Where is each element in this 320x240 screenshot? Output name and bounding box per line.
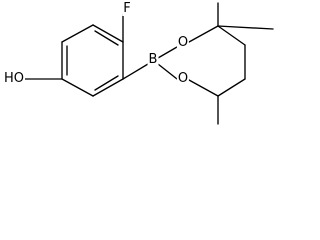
ring-double-bond-top bbox=[94, 30, 119, 46]
atom-label-hydroxyl: HO bbox=[2, 71, 26, 86]
atom-label-fluorine: F bbox=[122, 1, 132, 16]
ring-c-c-lower bbox=[217, 78, 246, 97]
b-o-upper-bond bbox=[157, 46, 178, 59]
bond-drawing bbox=[21, 2, 274, 125]
ring-bond-3 bbox=[92, 78, 124, 97]
structure-diagram: F HO B O O bbox=[2, 1, 274, 125]
ring-bond-6 bbox=[61, 24, 94, 43]
ring-bond-1 bbox=[92, 24, 124, 43]
o-c-upper-bond bbox=[188, 25, 219, 43]
ring-c-c-upper bbox=[217, 25, 246, 46]
c-b-bond bbox=[122, 63, 149, 80]
atom-label-oxygen-upper: O bbox=[176, 35, 190, 50]
ring-bond-4 bbox=[61, 78, 94, 97]
atom-label-boron: B bbox=[147, 52, 159, 67]
ring-double-bond-lower bbox=[94, 75, 119, 91]
gem-methyl-right bbox=[217, 25, 274, 30]
atom-label-oxygen-lower: O bbox=[176, 71, 190, 86]
b-o-lower-bond bbox=[157, 63, 178, 80]
o-c-lower-bond bbox=[188, 79, 219, 97]
